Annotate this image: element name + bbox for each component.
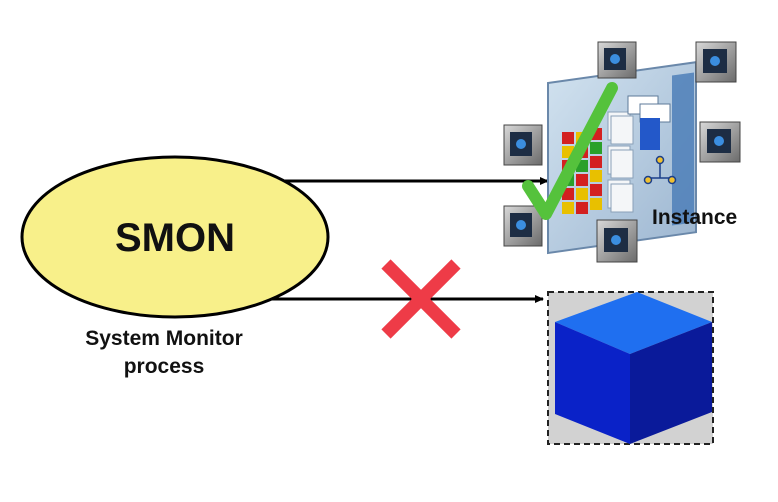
terminal-icon	[699, 121, 741, 163]
instance-icon	[503, 41, 741, 263]
process-stacks-icon	[607, 111, 634, 213]
terminal-icon	[695, 41, 737, 83]
blue-block	[640, 118, 660, 150]
instance-label: Instance	[652, 206, 737, 229]
checkmark-icon	[522, 82, 618, 220]
cube-side-face	[630, 322, 712, 444]
smon-ellipse	[20, 155, 330, 319]
cube-top-face	[555, 292, 712, 354]
terminal-icon	[503, 124, 543, 166]
tree-diagram-icon	[643, 155, 677, 185]
smon-label: SMON	[115, 216, 235, 260]
smon-caption-line1: System Monitor	[85, 327, 243, 350]
terminal-icon	[597, 41, 637, 79]
smon-caption-line2: process	[124, 355, 205, 378]
instance-panel-side	[672, 72, 694, 226]
cross-icon	[381, 259, 461, 339]
database-cube-icon	[547, 291, 714, 445]
cube-front-face	[555, 322, 630, 444]
smon-process: SMON	[20, 155, 330, 319]
terminal-icon	[503, 205, 543, 247]
terminal-icon	[596, 219, 638, 263]
